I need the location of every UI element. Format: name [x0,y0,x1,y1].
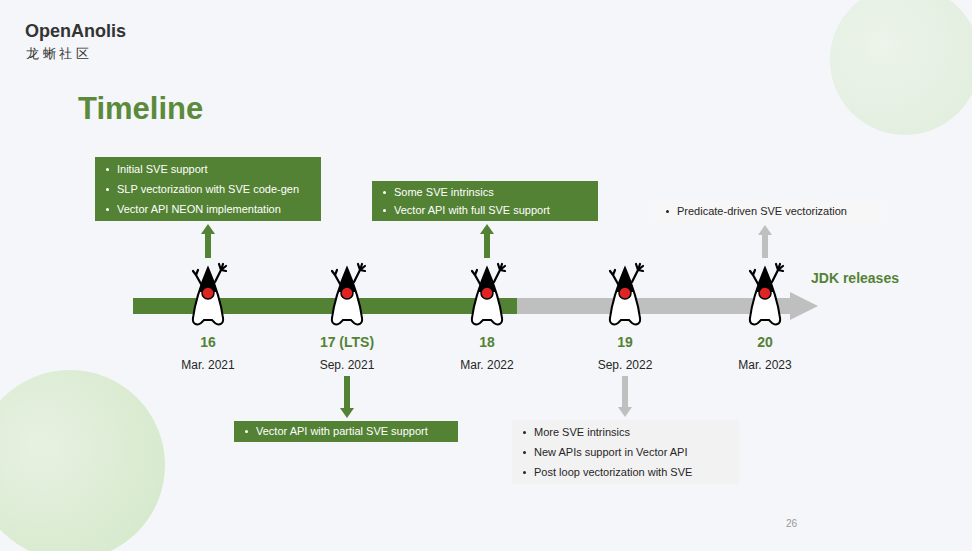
axis-label: JDK releases [811,270,899,286]
feature-box: Initial SVE supportSLP vectorization wit… [95,157,321,221]
duke-mascot [188,262,228,328]
page-number: 26 [786,518,797,529]
duke-arm [750,270,758,284]
bullet-dot [383,191,386,194]
arrow-head [618,407,632,417]
arrow-head [480,224,494,234]
bullet-dot [106,188,109,191]
duke-mascot [745,262,785,328]
bullet-text: New APIs support in Vector API [534,446,687,458]
bullet-item: Predicate-driven SVE vectorization [663,203,873,220]
feature-box: More SVE intrinsicsNew APIs support in V… [512,420,739,484]
release-marker: 20Mar. 2023 [710,262,820,372]
feature-box: Predicate-driven SVE vectorization [655,201,881,222]
release-date: Sep. 2021 [292,358,402,372]
bullet-item: New APIs support in Vector API [520,442,731,462]
bullet-item: Post loop vectorization with SVE [520,462,731,482]
bullet-text: Predicate-driven SVE vectorization [677,205,847,217]
bullet-item: Vector API with partial SVE support [242,423,450,440]
release-date: Mar. 2021 [153,358,263,372]
bullet-text: Vector API with full SVE support [394,204,550,216]
release-marker: 16Mar. 2021 [153,262,263,372]
release-marker: 17 (LTS) Sep. 2021 [292,262,402,372]
release-version: 16 [153,334,263,350]
arrow-shaft [622,376,628,407]
bullet-item: Vector API NEON implementation [103,199,313,219]
bullet-text: More SVE intrinsics [534,426,630,438]
duke-mascot [467,262,507,328]
bullet-text: Vector API with partial SVE support [256,425,428,437]
duke-hand [772,264,783,282]
arrow-head [340,408,354,418]
bullet-dot [523,471,526,474]
arrow-shaft [484,234,490,258]
bullet-text: Initial SVE support [117,163,208,175]
deco-circle [830,0,972,135]
release-date: Mar. 2022 [432,358,542,372]
logo-text: OpenAnolis [25,21,126,42]
release-version: 18 [432,334,542,350]
connector-arrow [201,224,215,258]
bullet-text: Post loop vectorization with SVE [534,466,692,478]
connector-arrow [340,376,354,418]
connector-arrow [758,225,772,258]
duke-nose [481,287,493,299]
release-marker: 18Mar. 2022 [432,262,542,372]
bullet-item: Initial SVE support [103,159,313,179]
timeline-bar-past [133,298,517,314]
connector-arrow [618,376,632,417]
arrow-shaft [762,235,768,258]
bullet-item: SLP vectorization with SVE code-gen [103,179,313,199]
release-version: 19 [570,334,680,350]
bullet-text: SLP vectorization with SVE code-gen [117,183,299,195]
timeline-arrowhead [790,292,818,320]
bullet-dot [245,430,248,433]
bullet-dot [106,208,109,211]
bullet-text: Some SVE intrinsics [394,186,494,198]
slide-title: Timeline [78,91,203,127]
bullet-dot [666,210,669,213]
release-version: 20 [710,334,820,350]
release-marker: 19Sep. 2022 [570,262,680,372]
duke-arm [193,270,201,284]
arrow-shaft [344,376,350,408]
duke-nose [619,287,631,299]
deco-circle [0,370,165,551]
duke-nose [202,287,214,299]
duke-nose [759,287,771,299]
duke-arm [472,270,480,284]
logo-subtitle: 龙 蜥 社 区 [26,45,89,63]
duke-arm [610,270,618,284]
arrow-head [758,225,772,235]
connector-arrow [480,224,494,258]
duke-nose [341,287,353,299]
bullet-text: Vector API NEON implementation [117,203,281,215]
arrow-shaft [205,234,211,258]
release-date: Sep. 2022 [570,358,680,372]
feature-box: Vector API with partial SVE support [234,421,458,442]
feature-box: Some SVE intrinsicsVector API with full … [372,181,598,221]
duke-hand [215,264,226,282]
duke-mascot [327,262,367,328]
duke-mascot [605,262,645,328]
duke-hand [632,264,643,282]
bullet-dot [383,209,386,212]
release-date: Mar. 2023 [710,358,820,372]
duke-hand [494,264,505,282]
bullet-dot [523,451,526,454]
bullet-dot [106,168,109,171]
bullet-item: Some SVE intrinsics [380,183,590,201]
duke-arm [332,270,340,284]
bullet-item: Vector API with full SVE support [380,201,590,219]
release-version: 17 (LTS) [292,334,402,350]
bullet-dot [523,431,526,434]
duke-hand [354,264,365,282]
arrow-head [201,224,215,234]
bullet-item: More SVE intrinsics [520,422,731,442]
